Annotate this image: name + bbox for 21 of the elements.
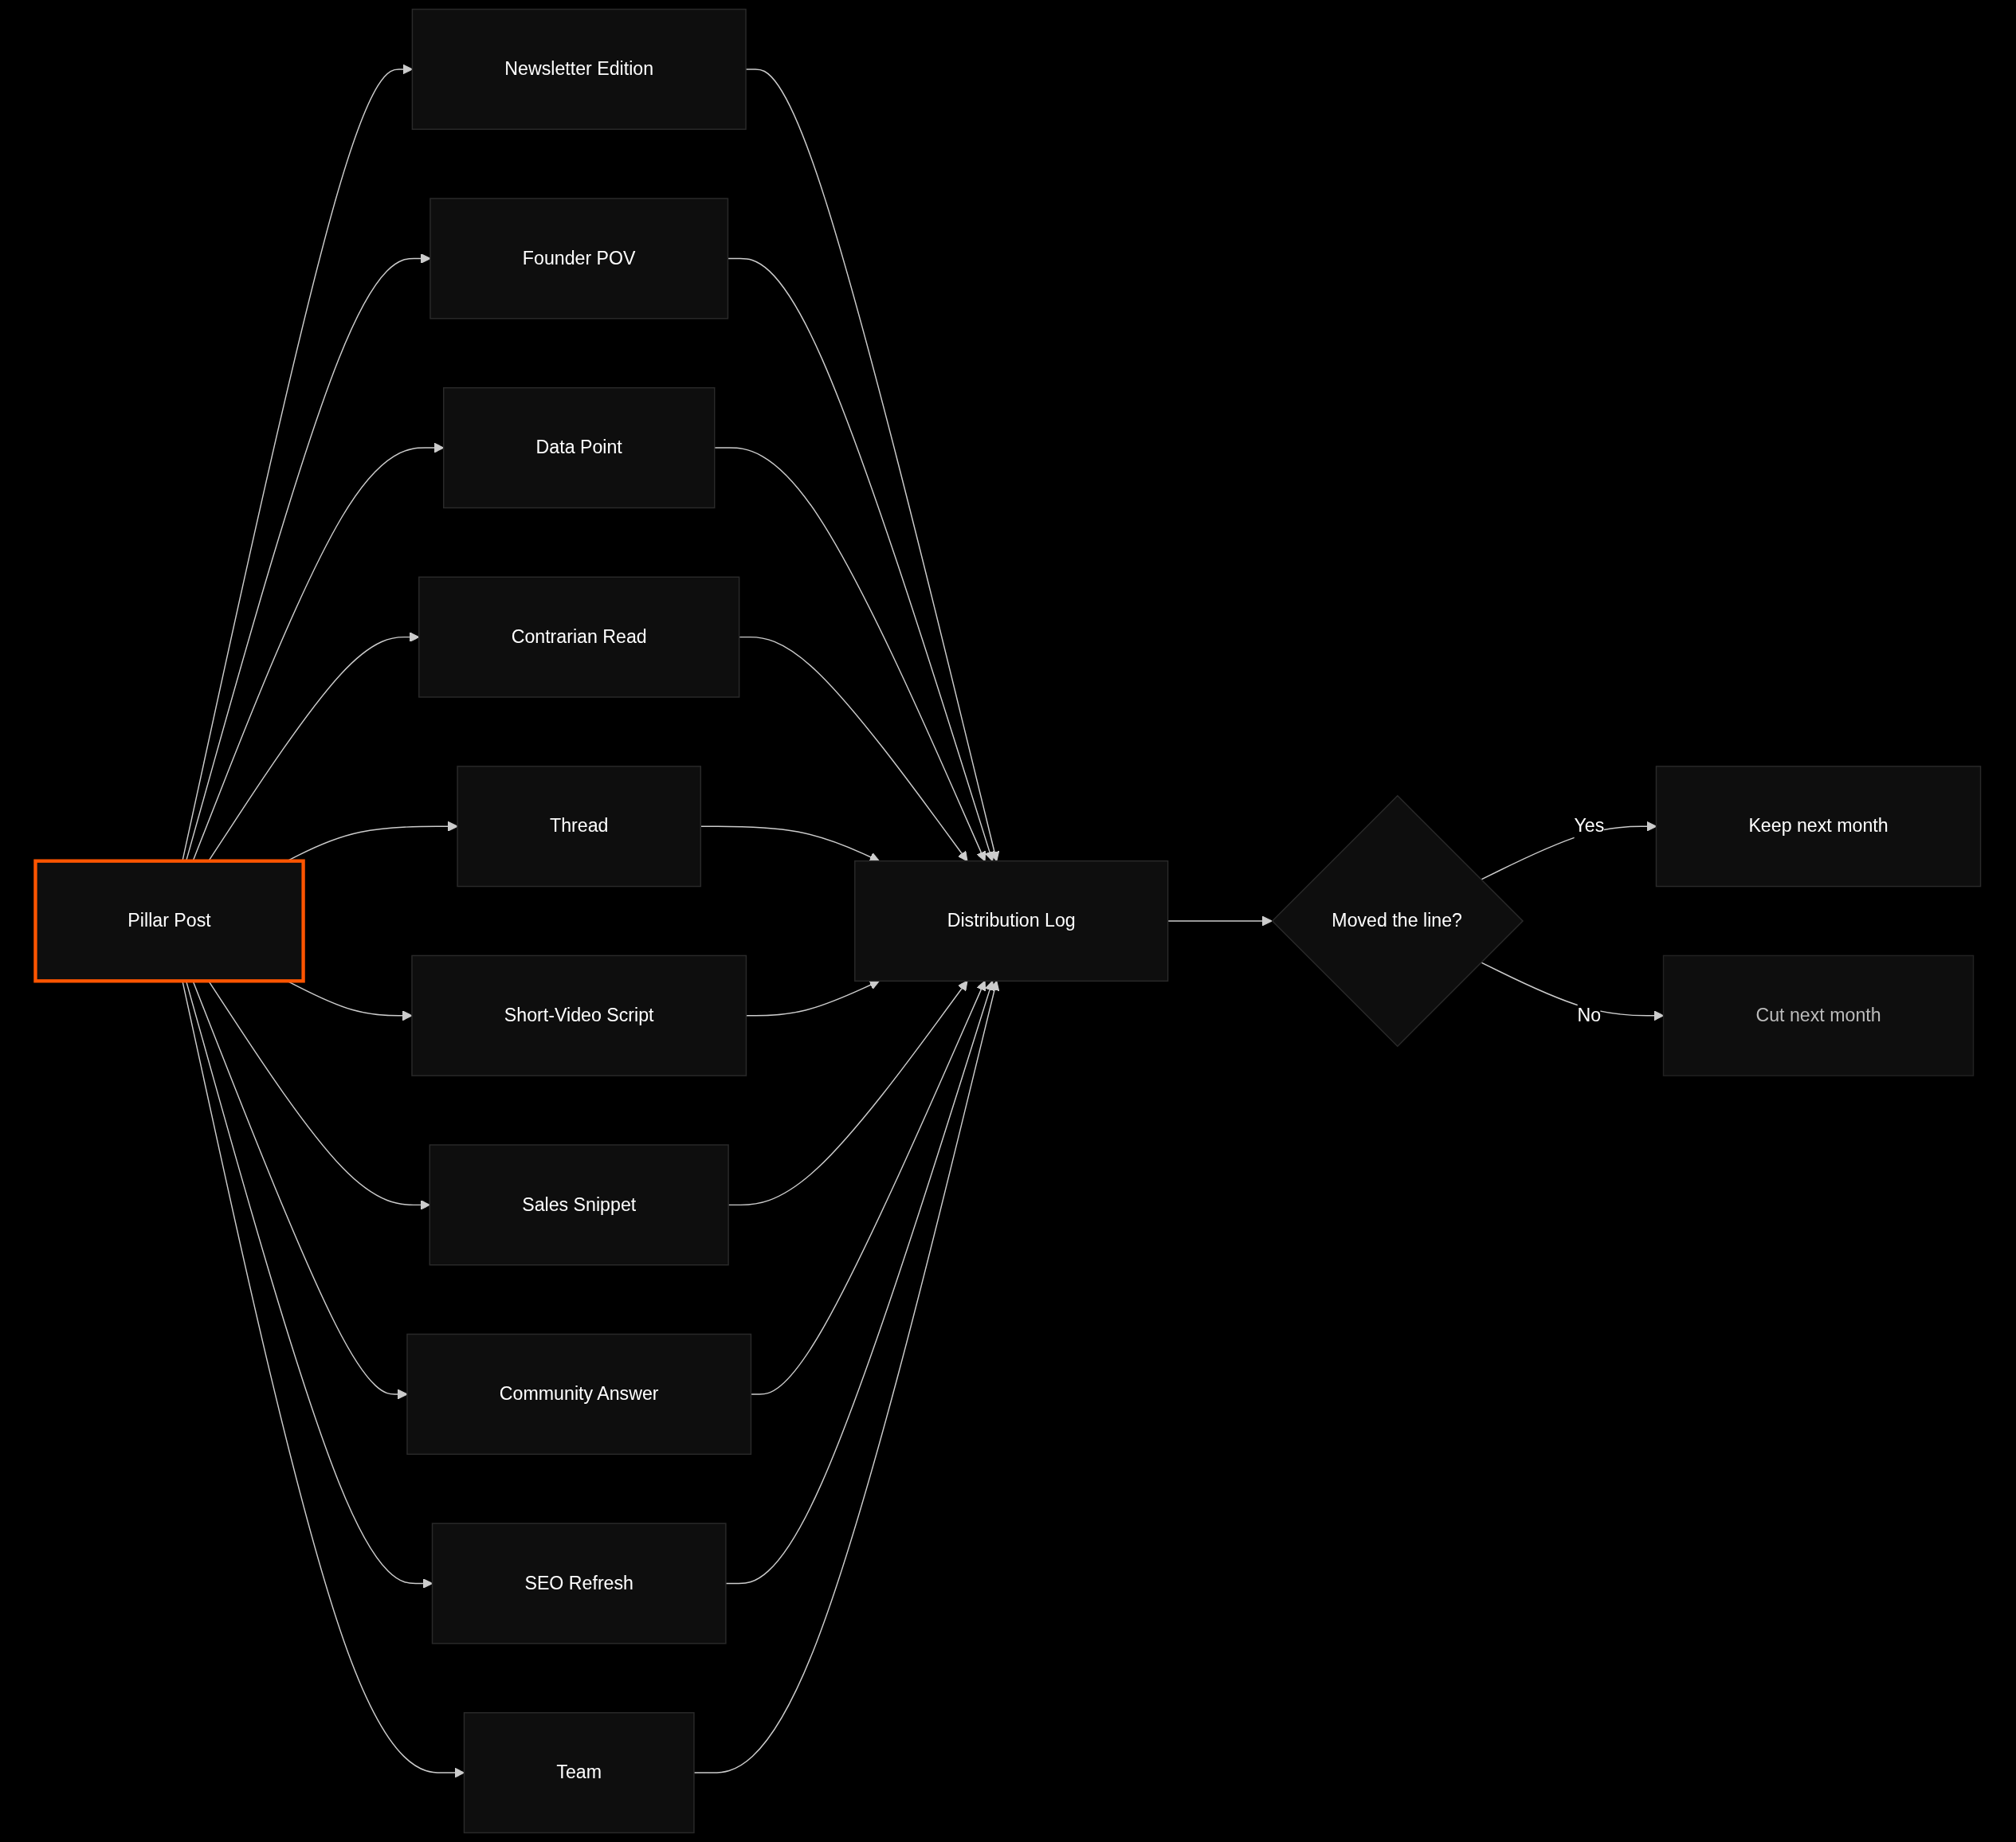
node-box: Data Point: [442, 387, 716, 509]
arrow: [693, 980, 1000, 1773]
node-box: Sales Snippet: [429, 1144, 729, 1266]
node-box: Team: [463, 1712, 695, 1834]
arrow: [714, 447, 986, 862]
node-box: Distribution Log: [854, 860, 1169, 982]
node-diamond: Moved the line?: [1271, 794, 1524, 1048]
edge-label: No: [1577, 1005, 1602, 1025]
edge-label: Yes: [1574, 816, 1605, 836]
node-box: Newsletter Edition: [411, 8, 747, 130]
arrow: [725, 980, 995, 1585]
node-box: Cut next month: [1662, 954, 1975, 1076]
node-box: Community Answer: [406, 1333, 752, 1455]
node-box: Keep next month: [1655, 766, 1982, 888]
node-box: Founder POV: [429, 198, 729, 319]
arrow: [745, 69, 1000, 862]
node-box: Contrarian Read: [418, 576, 740, 698]
node-box: Thread: [457, 766, 702, 888]
node-box: Pillar Post: [33, 859, 305, 983]
node-box: Short-Video Script: [411, 954, 747, 1076]
node-box: SEO Refresh: [431, 1523, 727, 1644]
